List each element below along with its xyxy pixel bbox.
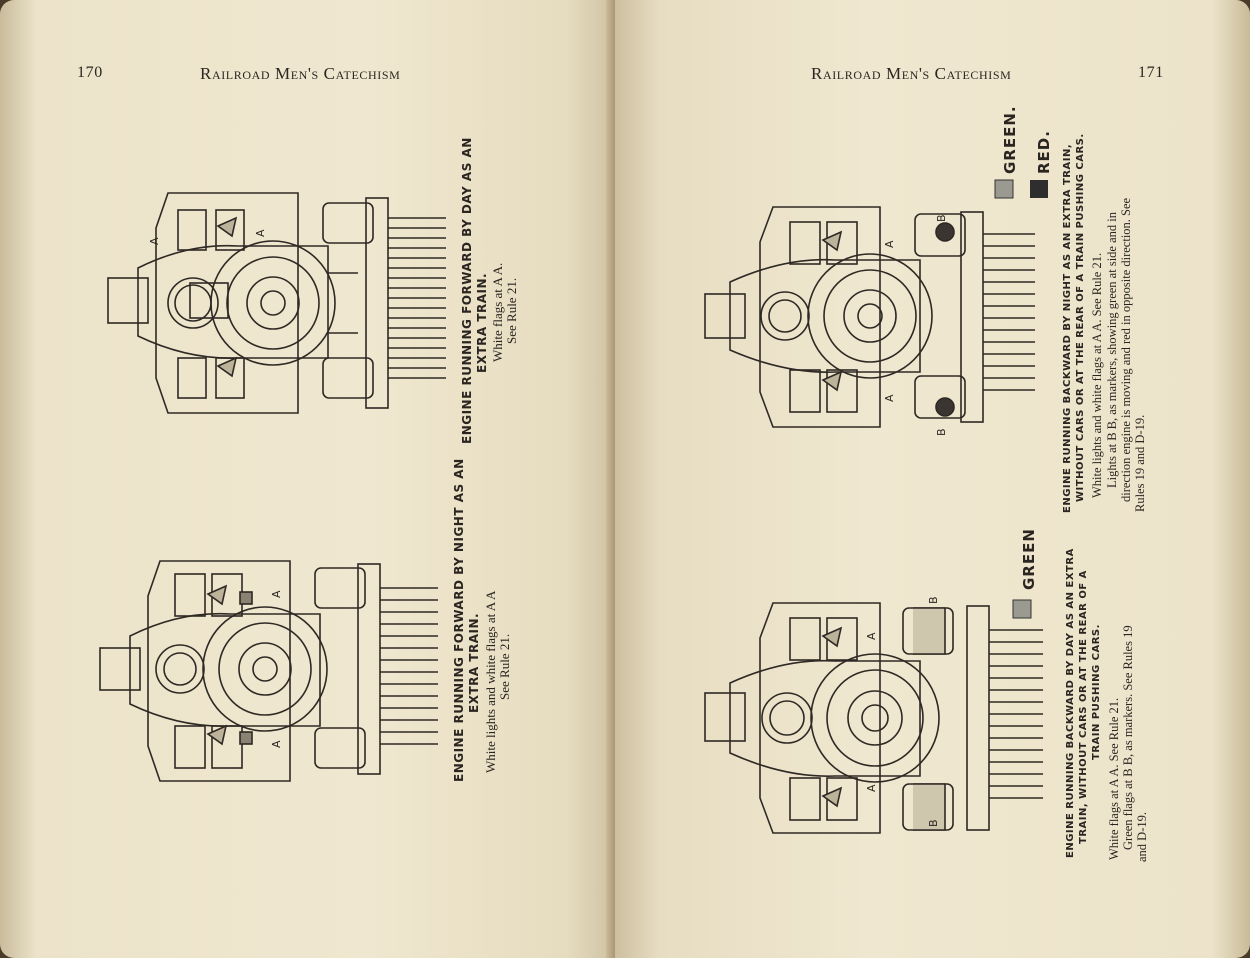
legend-green-label: GREEN. xyxy=(1001,105,1019,174)
green-swatch-icon xyxy=(1012,599,1032,619)
caption-title-line-2: EXTRA TRAIN. xyxy=(475,272,489,373)
caption-night-title-line-2: EXTRA TRAIN. xyxy=(467,612,481,713)
legend-green-label: GREEN xyxy=(1020,528,1038,590)
locomotive-illustration-night-forward xyxy=(99,560,438,782)
green-swatch-icon xyxy=(994,179,1014,199)
caption-title-line-2: WITHOUT CARS OR AT THE REAR OF A TRAIN P… xyxy=(1075,133,1086,502)
marker-a-top: A xyxy=(865,632,878,640)
page-number: 171 xyxy=(1138,64,1164,81)
caption-body-line-1: White lights and white flags at A A. See… xyxy=(1090,252,1104,498)
caption-day-body-line-2: Green flags at B B, as markers. See Rule… xyxy=(1121,625,1135,850)
left-page: 170 Railroad Men's Catechism xyxy=(0,0,615,958)
caption-title-line-1: ENGINE RUNNING FORWARD BY DAY AS AN xyxy=(460,137,474,444)
caption-day-body-line-1: White flags at A A. See Rule 21. xyxy=(1107,697,1121,860)
marker-b-top: B xyxy=(927,596,940,604)
locomotive-illustration-night-backward xyxy=(704,206,1035,428)
caption-day-title-line-3: TRAIN PUSHING CARS. xyxy=(1091,624,1102,760)
caption-body-line-2: See Rule 21. xyxy=(504,277,519,344)
locomotive-illustration-day-forward xyxy=(107,192,446,414)
right-page: Railroad Men's Catechism 171 GREEN. RED. xyxy=(615,0,1250,958)
legend-red-label: RED. xyxy=(1035,130,1053,174)
running-head: Railroad Men's Catechism xyxy=(200,64,401,83)
caption-title-line-1: ENGINE RUNNING BACKWARD BY NIGHT AS AN E… xyxy=(1062,143,1073,513)
red-swatch-icon xyxy=(1030,180,1048,198)
marker-a-bottom: A xyxy=(865,784,878,792)
caption-body-line-4: Rules 19 and D-19. xyxy=(1133,414,1147,512)
locomotive-illustration-day-backward xyxy=(704,602,1043,834)
running-head: Railroad Men's Catechism xyxy=(811,64,1012,83)
caption-day-title-line-1: ENGINE RUNNING BACKWARD BY DAY AS AN EXT… xyxy=(1065,548,1076,858)
caption-day-title-line-2: TRAIN, WITHOUT CARS OR AT THE REAR OF A xyxy=(1078,570,1089,844)
marker-a-top: A xyxy=(883,240,896,248)
marker-a-bottom: A xyxy=(254,229,267,237)
marker-b-top: B xyxy=(935,214,948,222)
marker-a-night-bottom: A xyxy=(270,740,283,748)
caption-day-body-line-3: and D-19. xyxy=(1135,812,1149,862)
caption-body-line-3: direction engine is moving and red in op… xyxy=(1119,197,1133,502)
marker-b-bottom: B xyxy=(935,428,948,436)
marker-b-bottom: B xyxy=(927,819,940,827)
caption-body-line-2: Lights at B B, as markers, showing green… xyxy=(1105,212,1119,488)
marker-a-night-top: A xyxy=(270,590,283,598)
page-number: 170 xyxy=(77,64,103,81)
caption-night-body-line-2: See Rule 21. xyxy=(497,633,512,700)
caption-night-title-line-1: ENGINE RUNNING FORWARD BY NIGHT AS AN xyxy=(452,458,466,782)
marker-a-bottom: A xyxy=(883,394,896,402)
marker-a-top: A xyxy=(148,237,161,245)
